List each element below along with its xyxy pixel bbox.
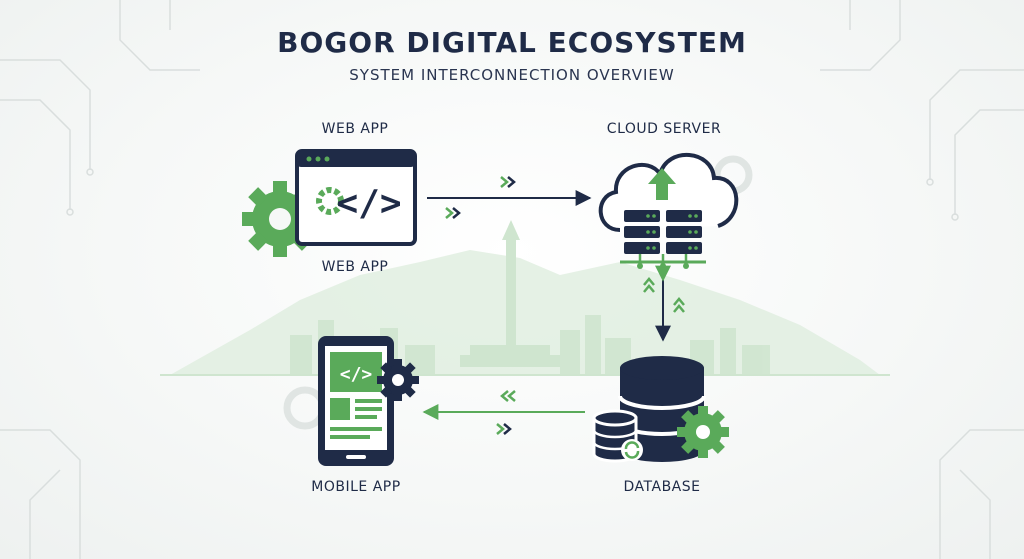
- cloud-server-label: CLOUD SERVER: [606, 121, 722, 137]
- mobile-app-label: MOBILE APP: [311, 479, 401, 495]
- upload-arrow-icon: [648, 168, 676, 200]
- connector-web-to-cloud: [427, 176, 592, 219]
- chevron-right-icon: [445, 176, 516, 219]
- page-subtitle: SYSTEM INTERCONNECTION OVERVIEW: [349, 66, 675, 84]
- web-app-label-bottom: WEB APP: [321, 259, 389, 275]
- chevron-left-icon: [496, 390, 516, 435]
- cloud-server-node: [598, 152, 739, 269]
- web-app-label-top: WEB APP: [321, 121, 389, 137]
- smartphone-icon: </>: [318, 336, 394, 466]
- browser-window-icon: </>: [295, 149, 417, 246]
- server-rack-icon: [620, 210, 706, 269]
- page-title: BOGOR DIGITAL ECOSYSTEM: [277, 26, 747, 59]
- sync-icon: [621, 439, 643, 461]
- database-cylinder-icon: [618, 356, 706, 462]
- gear-icon: [377, 359, 419, 401]
- small-gear-icon: [316, 187, 344, 215]
- connector-database-to-mobile: [422, 390, 585, 435]
- database-node: [592, 356, 729, 463]
- chevron-up-icon: [643, 277, 685, 313]
- connector-cloud-to-database: [643, 265, 685, 342]
- small-database-icon: [592, 409, 643, 463]
- code-glyph: </>: [340, 364, 373, 385]
- gear-icon: [677, 406, 729, 458]
- code-glyph: </>: [336, 183, 401, 224]
- web-app-node: </>: [242, 149, 417, 257]
- database-label: DATABASE: [623, 479, 701, 495]
